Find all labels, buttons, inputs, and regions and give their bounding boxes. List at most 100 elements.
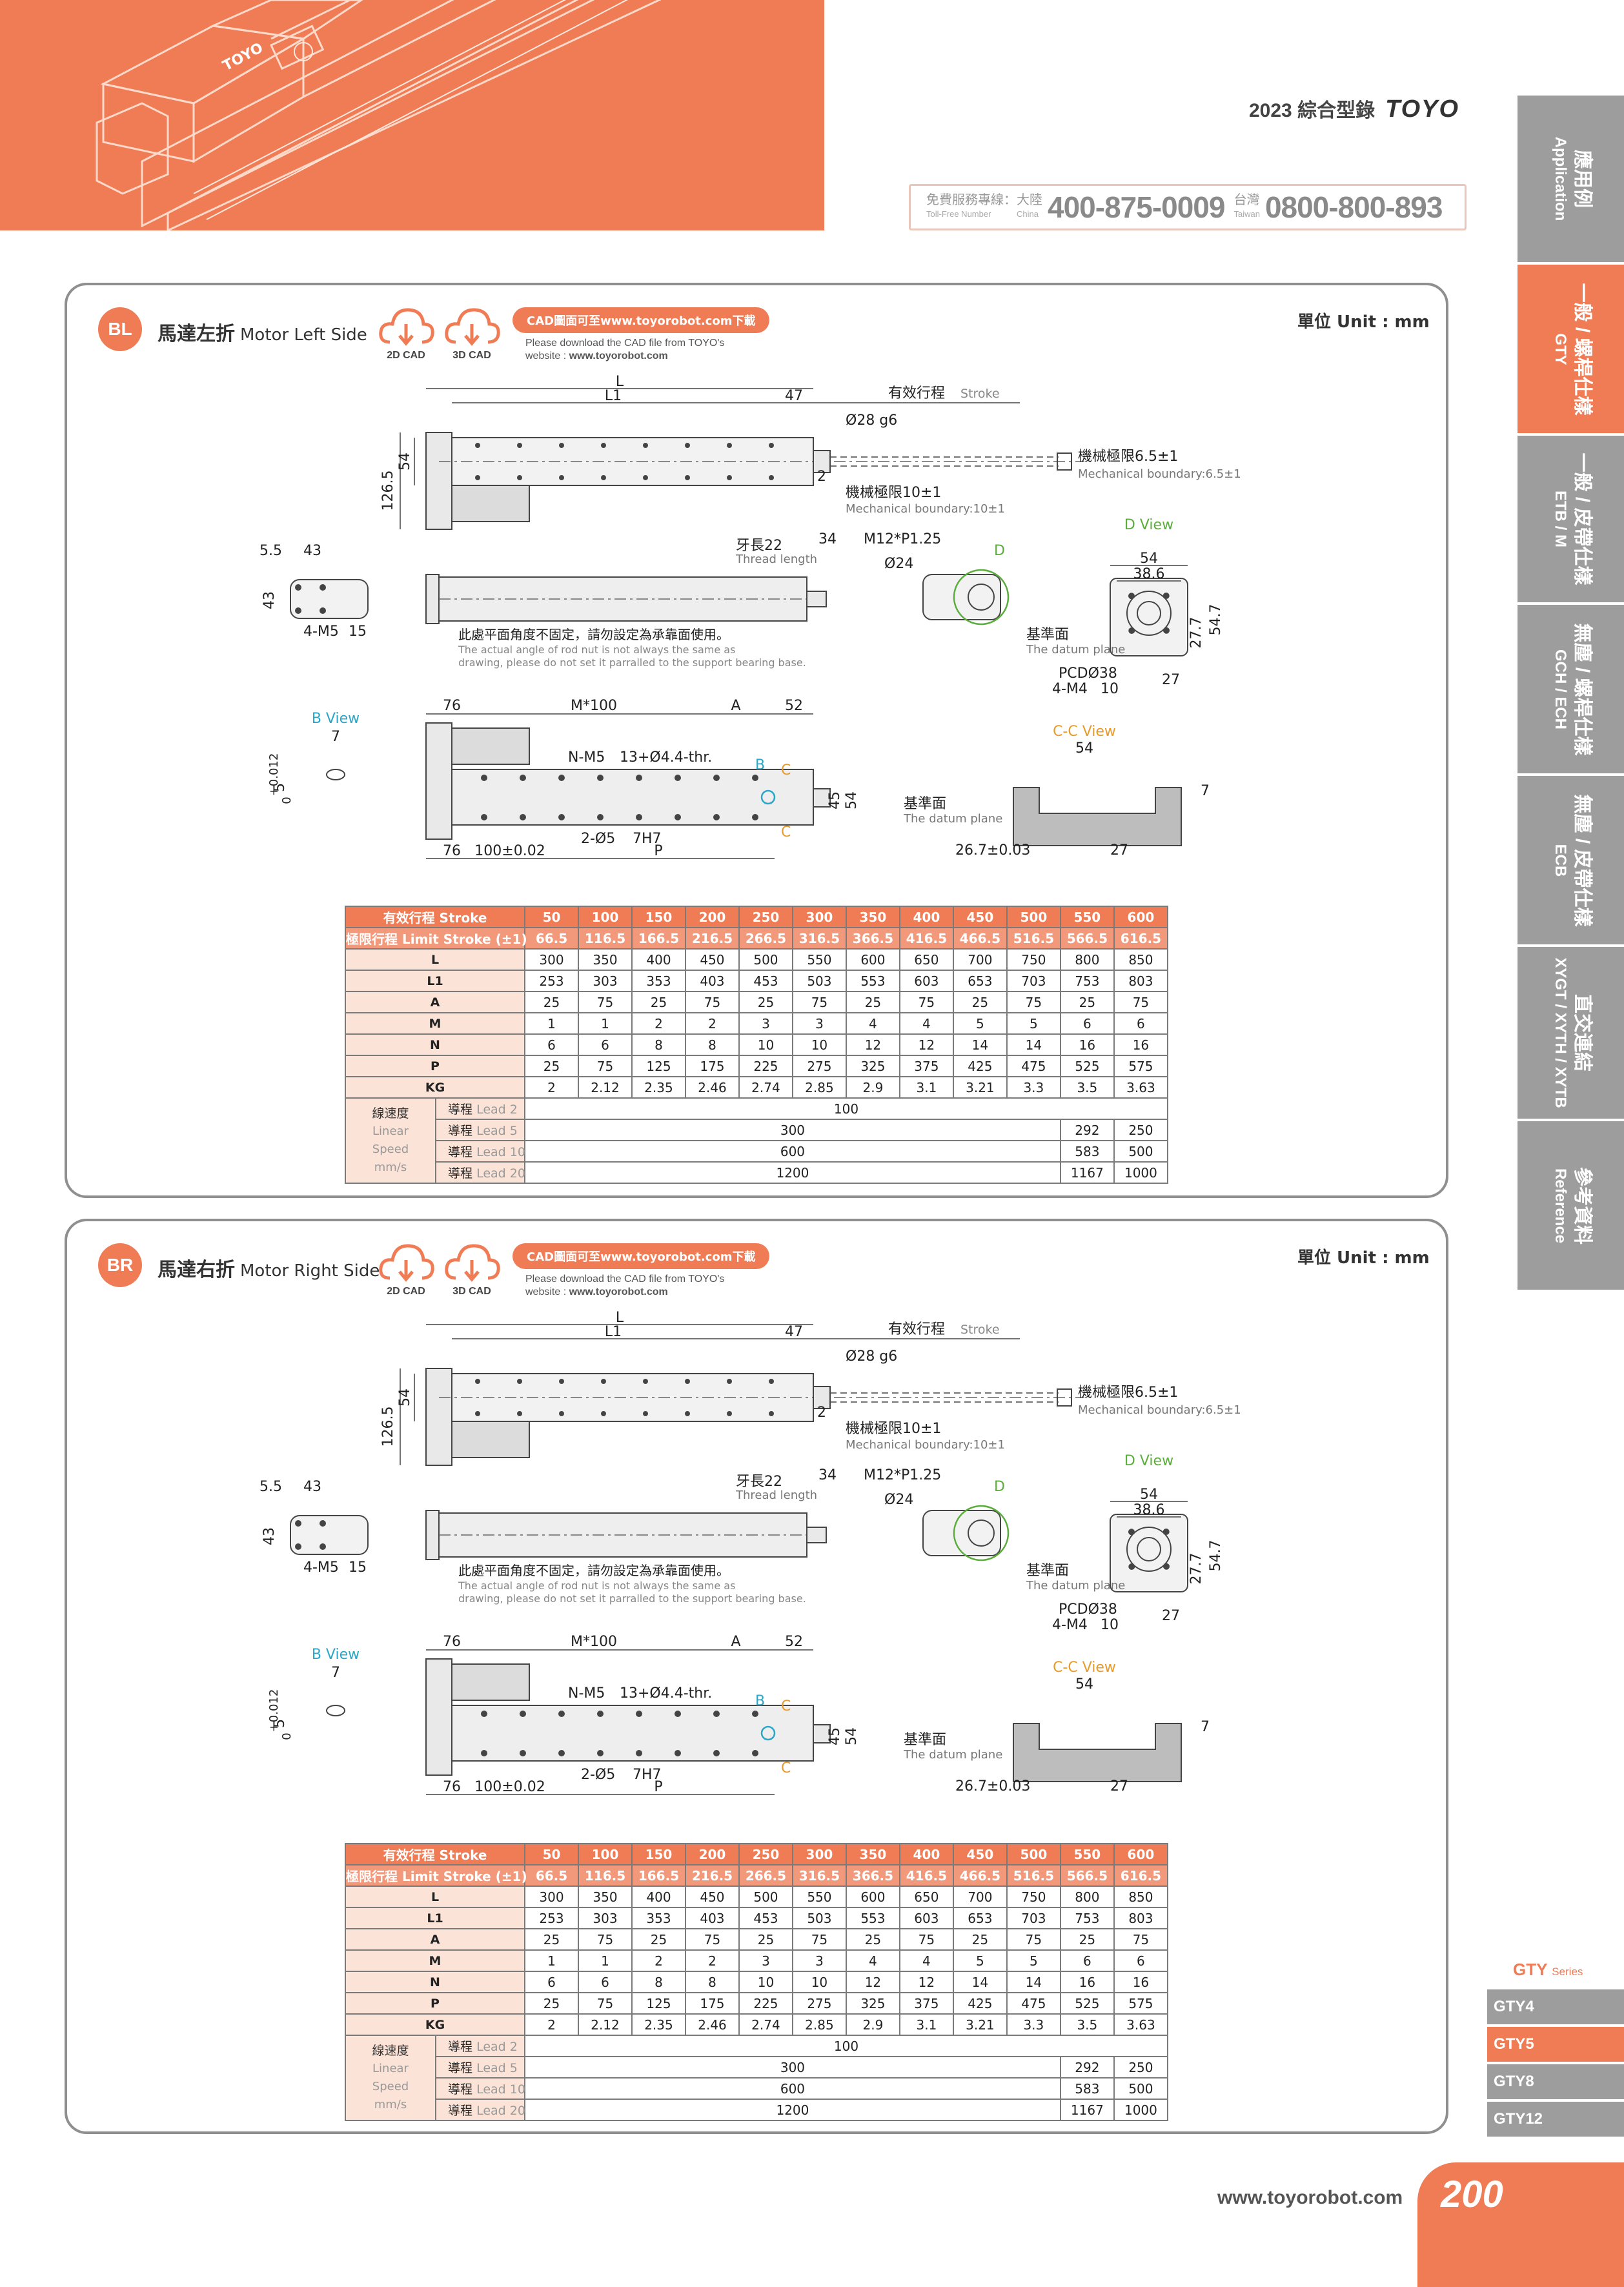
series-item-gty12[interactable]: GTY12 xyxy=(1487,2102,1624,2137)
rod-nut xyxy=(806,1527,827,1543)
dim-label: 52 xyxy=(785,1634,803,1650)
table-cell: 475 xyxy=(1006,1992,1061,2015)
mount-hole xyxy=(727,475,732,480)
dim-label: 76 xyxy=(443,1779,461,1795)
table-cell: 75 xyxy=(791,1928,847,1951)
stroke-cell: 200 xyxy=(684,906,740,928)
table-cell: 75 xyxy=(578,1992,633,2015)
hole xyxy=(752,1750,758,1756)
table-cell: 603 xyxy=(898,970,954,992)
dim-label: 此處平面角度不固定，請勿設定為承靠面使用。 xyxy=(458,627,729,642)
speed-cell: 600 xyxy=(524,1140,1061,1163)
hole xyxy=(597,775,604,781)
table-cell: 4 xyxy=(845,1012,900,1035)
speed-cell: 1000 xyxy=(1113,1161,1169,1184)
row-label: KG xyxy=(344,1076,526,1099)
limit-stroke-cell: 116.5 xyxy=(578,1864,633,1887)
actuator-body-bottom xyxy=(451,769,814,826)
rod-end xyxy=(813,1386,831,1409)
table-cell: 600 xyxy=(845,948,900,971)
dim-label: 5 xyxy=(272,1719,288,1728)
table-cell: 175 xyxy=(684,1992,740,2015)
table-cell: 25 xyxy=(524,1928,579,1951)
stroke-cell: 500 xyxy=(1006,906,1061,928)
actuator-body-bottom xyxy=(451,1705,814,1762)
series-item-gty4[interactable]: GTY4 xyxy=(1487,1989,1624,2024)
dim-label: 26.7±0.03 xyxy=(955,842,1030,859)
dim-label: 7H7 xyxy=(633,831,662,847)
mount-hole xyxy=(601,1411,606,1416)
table-cell: 350 xyxy=(578,948,633,971)
table-cell: 353 xyxy=(631,1907,686,1929)
table-cell: 225 xyxy=(738,1992,793,2015)
row-label: L xyxy=(344,948,526,971)
table-cell: 25 xyxy=(524,1055,579,1077)
hole xyxy=(597,814,604,820)
dim-label: B View xyxy=(312,711,360,727)
table-cell: 275 xyxy=(791,1992,847,2015)
row-label: M xyxy=(344,1012,526,1035)
table-cell: 800 xyxy=(1059,1886,1115,1908)
limit-stroke-cell: 466.5 xyxy=(952,1864,1008,1887)
stroke-cell: 250 xyxy=(738,906,793,928)
limit-stroke-cell: 316.5 xyxy=(791,927,847,950)
table-cell: 2.12 xyxy=(578,1076,633,1099)
dim-label: 27 xyxy=(1162,672,1180,688)
d-view-bore xyxy=(968,584,995,611)
detail-circle-b xyxy=(760,1725,776,1741)
cloud-download-icon xyxy=(445,308,500,346)
row-label: L1 xyxy=(344,1907,526,1929)
cad-3d-download[interactable]: 3D CAD xyxy=(443,305,501,367)
dim-label: 76 xyxy=(443,843,461,859)
cad-download-pill[interactable]: CAD圖面可至www.toyorobot.com下載 xyxy=(513,1243,770,1269)
cad-2d-download[interactable]: 2D CAD xyxy=(377,1241,435,1303)
d-view-plate xyxy=(922,1510,1001,1556)
table-cell: 25 xyxy=(952,991,1008,1013)
hole xyxy=(481,1711,487,1717)
table-cell: 2.74 xyxy=(738,1076,793,1099)
dim-label: 38.6 xyxy=(1133,1502,1165,1518)
table-cell: 753 xyxy=(1059,970,1115,992)
dim-label: 27 xyxy=(1110,1778,1128,1794)
lead-label: 導程 Lead 20 xyxy=(434,1161,526,1184)
hole xyxy=(558,1711,565,1717)
table-cell: 600 xyxy=(845,1886,900,1908)
table-cell: 75 xyxy=(578,1928,633,1951)
cc-section xyxy=(1013,787,1182,846)
hotline-taiwan-number: 0800-800-893 xyxy=(1264,190,1443,224)
stroke-cell: 350 xyxy=(845,906,900,928)
side-flange xyxy=(425,574,440,624)
end-plate xyxy=(290,1515,369,1555)
cad-3d-download[interactable]: 3D CAD xyxy=(443,1241,501,1303)
table-cell: 653 xyxy=(952,1907,1008,1929)
dim-label: D xyxy=(994,1479,1005,1495)
d-view-bore xyxy=(1126,1527,1172,1572)
cad-2d-download[interactable]: 2D CAD xyxy=(377,305,435,367)
footer-url[interactable]: www.toyorobot.com xyxy=(1217,2187,1403,2208)
cloud-download-icon xyxy=(445,1244,500,1282)
dim-label: 7 xyxy=(1201,1719,1210,1735)
hole xyxy=(1162,592,1170,599)
dim-label: 基準面 xyxy=(904,1732,946,1748)
series-item-gty5[interactable]: GTY5 xyxy=(1487,2027,1624,2062)
dim-label: C xyxy=(781,1760,791,1776)
stroke-cell: 450 xyxy=(952,906,1008,928)
row-label: KG xyxy=(344,2013,526,2036)
table-cell: 300 xyxy=(524,1886,579,1908)
cad-download-pill[interactable]: CAD圖面可至www.toyorobot.com下載 xyxy=(513,307,770,333)
table-cell: 225 xyxy=(738,1055,793,1077)
dim-label: Thread length xyxy=(735,1489,817,1502)
series-item-gty8[interactable]: GTY8 xyxy=(1487,2064,1624,2099)
row-label: N xyxy=(344,1033,526,1056)
table-cell: 75 xyxy=(898,991,954,1013)
